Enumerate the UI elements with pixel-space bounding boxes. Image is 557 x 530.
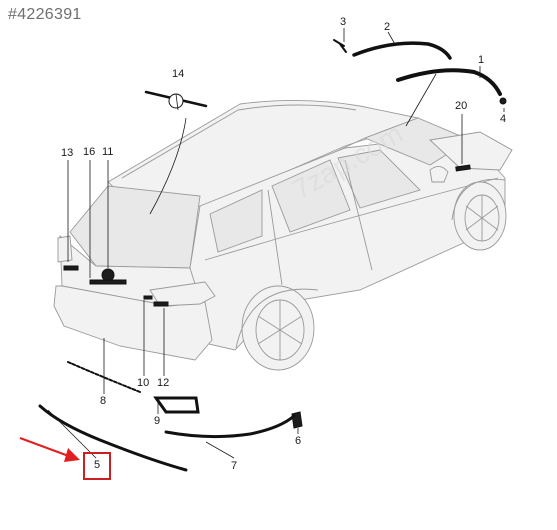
rear-bumper <box>53 285 213 361</box>
pointer-arrow <box>19 437 75 459</box>
part-6-bracket <box>291 411 303 429</box>
callout-13: 13 <box>61 147 73 159</box>
part-9-reflector-frame <box>153 396 200 414</box>
hood <box>429 131 513 171</box>
door-line-1 <box>267 189 283 286</box>
leader-1-part <box>405 73 437 127</box>
rear-wheel-arch <box>235 288 319 349</box>
part-13-lettering <box>63 265 79 271</box>
callout-11: 11 <box>102 146 113 158</box>
character-line <box>204 177 499 261</box>
callout-5: 5 <box>94 459 100 471</box>
leader-14 <box>175 93 179 111</box>
leader-2 <box>387 31 397 47</box>
front-wheel-arch <box>451 178 506 221</box>
part-16-lettering <box>89 279 127 285</box>
highlight-box <box>83 452 111 480</box>
callout-12: 12 <box>157 377 169 389</box>
part-10-badge <box>143 295 153 300</box>
side-mirror <box>429 166 449 183</box>
leader-14-tail <box>149 117 187 215</box>
tail-light-left <box>57 235 73 263</box>
part-5-trim-strip <box>38 404 188 472</box>
leader-7 <box>205 441 235 459</box>
leader-lines <box>47 28 505 459</box>
callout-2: 2 <box>384 21 390 33</box>
callout-20: 20 <box>455 100 467 112</box>
callout-7: 7 <box>231 460 237 472</box>
part-2-trim-strip <box>352 41 452 60</box>
parts <box>38 39 507 472</box>
part-12-badge <box>153 301 169 307</box>
callout-1: 1 <box>478 54 484 66</box>
callout-3: 3 <box>340 16 346 28</box>
car-body <box>53 99 513 371</box>
part-4-end-cap <box>499 97 507 105</box>
callout-4: 4 <box>500 113 506 125</box>
callout-14: 14 <box>172 68 184 80</box>
part-3-clip <box>333 39 347 53</box>
callout-9: 9 <box>154 415 160 427</box>
part-7-trim-strip <box>164 414 296 439</box>
callout-16: 16 <box>83 146 95 158</box>
part-1-trim-strip <box>396 68 502 96</box>
part-11-emblem <box>101 268 115 282</box>
side-window-middle <box>271 159 351 233</box>
part-20-badge <box>455 164 471 172</box>
roof-rail-left <box>121 104 357 179</box>
rear-wheel-spokes <box>257 300 303 360</box>
rear-window <box>69 185 201 269</box>
part-8-trim-strip <box>67 361 141 393</box>
rear-wheel <box>241 285 315 371</box>
pointer-arrowhead <box>64 448 80 462</box>
callout-10: 10 <box>137 377 149 389</box>
door-line-2 <box>344 159 373 271</box>
callout-8: 8 <box>100 395 106 407</box>
part-5-highlight <box>19 437 111 480</box>
callout-labels: 1 2 3 4 5 6 7 8 9 10 11 12 13 14 16 20 <box>61 16 506 472</box>
leader-5 <box>47 409 97 459</box>
front-wheel-spokes <box>465 195 499 241</box>
reference-code: #4226391 <box>8 6 82 23</box>
side-window-rear <box>209 189 263 253</box>
callout-6: 6 <box>295 435 301 447</box>
